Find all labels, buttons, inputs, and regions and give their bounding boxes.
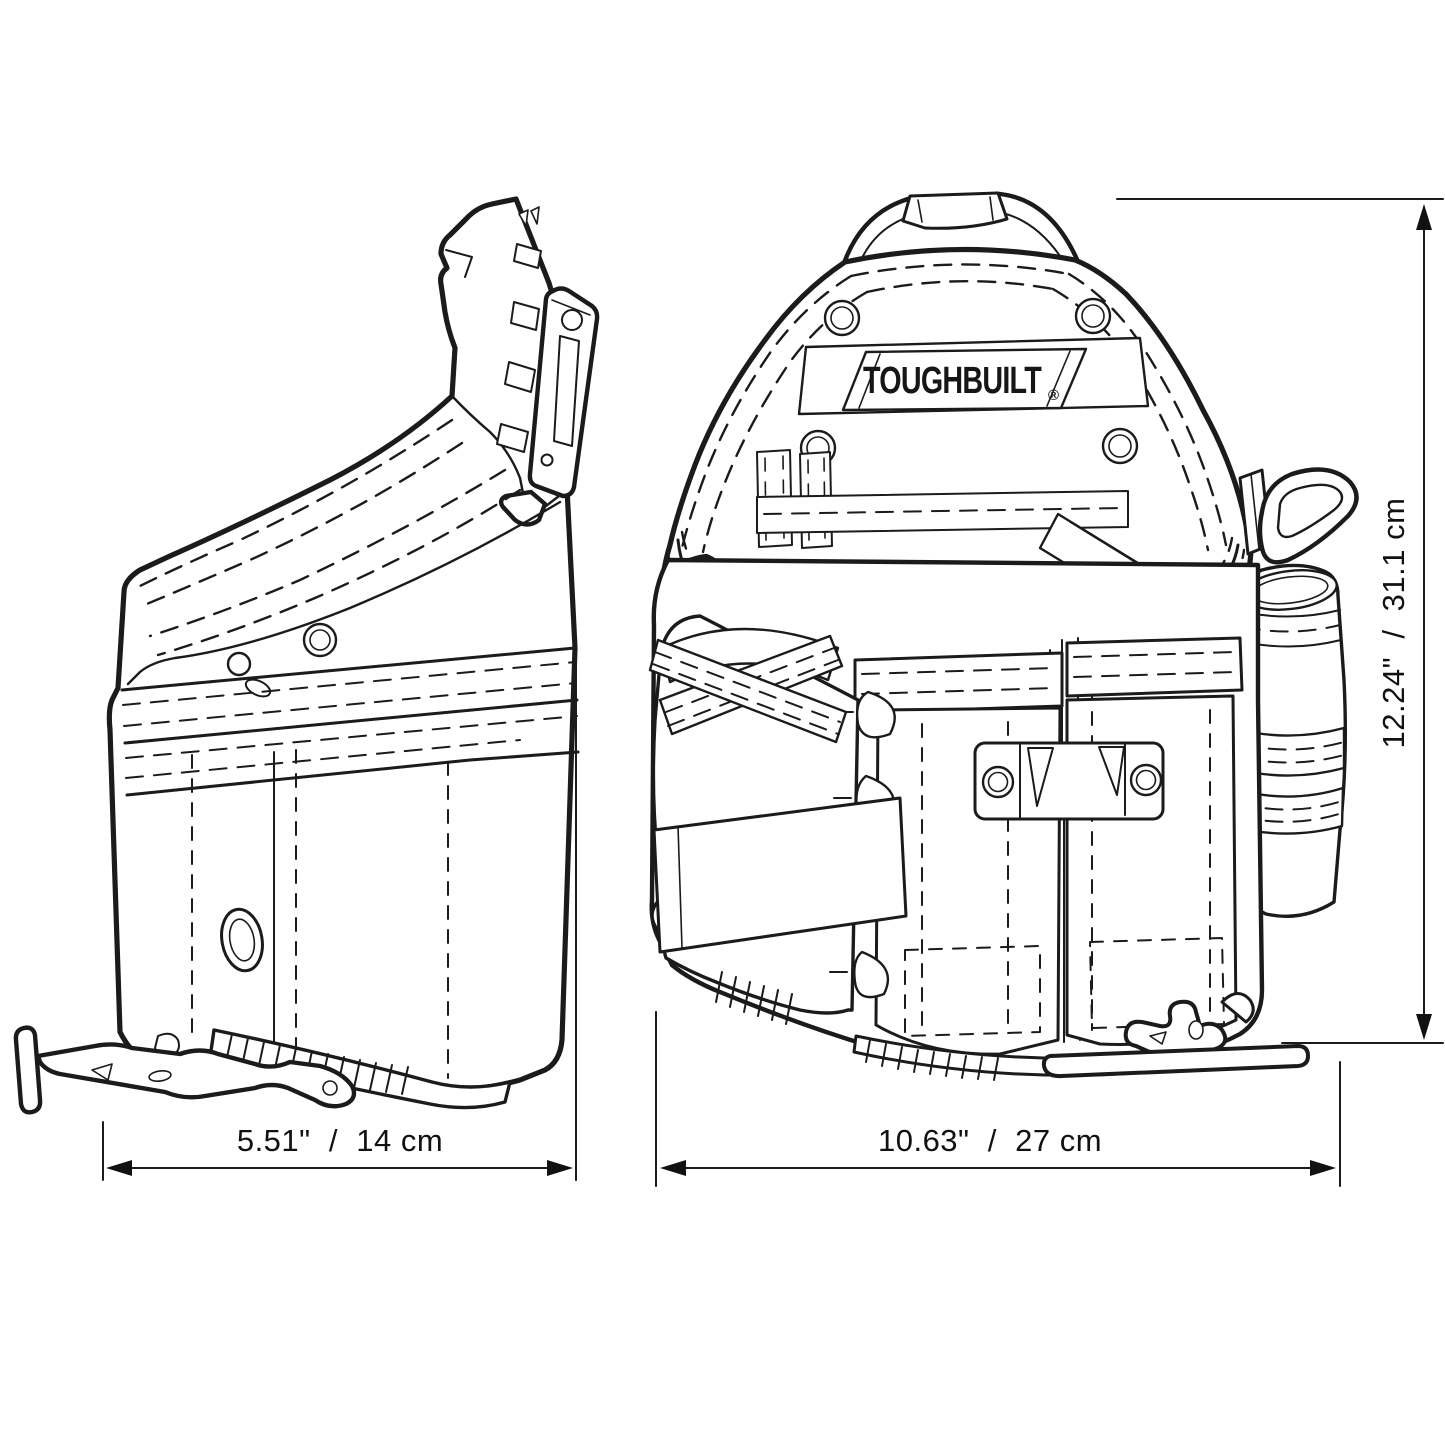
height-dimension-front: 12.24" / 31.1 cm [1116,198,1444,1044]
brand-logo-text: TOUGHBUILT [863,360,1042,402]
arrowhead-left [106,1160,132,1176]
d-ring [1238,467,1359,565]
belt-clip [445,206,568,509]
width-dimension-side: 5.51" / 14 cm [102,639,577,1181]
clip-mounting-plate [498,286,600,527]
wrap-strap [652,796,908,954]
side-width-label: 5.51" / 14 cm [237,1123,443,1158]
side-view [13,196,600,1115]
front-tape-hook-tool [1041,992,1310,1079]
handle-tab [901,191,1009,230]
width-dimension-front: 10.63" / 27 cm [655,1011,1341,1187]
side-tape-hook-tool [13,1025,357,1115]
plate-screw-hole-bottom [540,453,554,467]
hammer-loop-pocket [648,614,908,1025]
buckle-plate [973,741,1165,821]
panel-grommet-mid-right [1101,427,1139,465]
buckle-grommet-left [981,765,1015,799]
side-pocket-folds [191,749,449,1079]
side-grommet [302,622,338,658]
side-top-band-stitching [126,418,562,686]
plate-screw-hole-top [561,309,583,331]
arrowhead-right [1310,1160,1336,1176]
side-silhouette [106,196,578,1092]
panel-border-stitching [680,263,1228,554]
registered-trademark: ® [1048,387,1059,404]
arrowhead-down [1416,1014,1432,1040]
front-view: TOUGHBUILT ® [648,191,1359,1081]
side-oval-grommet [220,907,264,973]
buckle-grommet-right [1129,763,1163,797]
panel-grommet-top-left [823,299,861,337]
arrowhead-up [1416,204,1432,230]
front-height-label: 12.24" / 31.1 cm [1376,498,1411,749]
top-handle [840,191,1082,269]
panel-grommet-top-right [1074,297,1112,335]
side-pocket-hems [120,646,580,797]
arrowhead-right [547,1160,573,1176]
front-width-label: 10.63" / 27 cm [878,1123,1102,1158]
front-pocket-hems [853,636,1244,715]
arrowhead-left [660,1160,686,1176]
logo-plate: TOUGHBUILT ® [797,336,1150,416]
loop-strap-cross2 [648,638,848,744]
